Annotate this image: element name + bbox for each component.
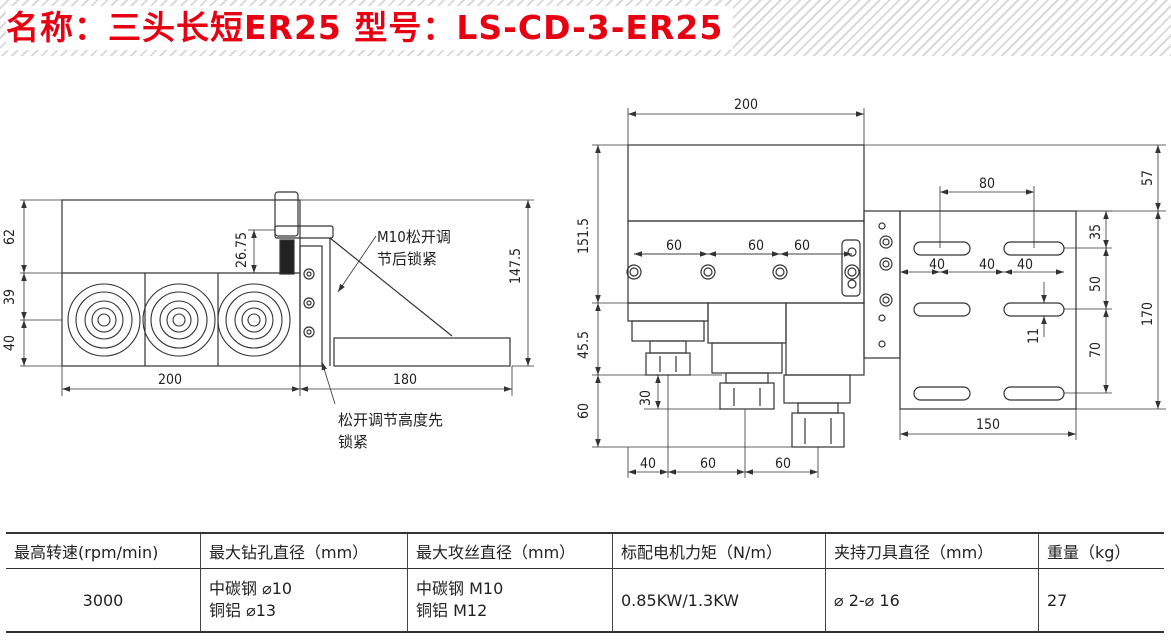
- gearbox-bolt-holes: [626, 239, 861, 297]
- right-dimension-labels: 200 151.5 45.5 60 30 60 60 60 40 60 60 5…: [576, 97, 1156, 472]
- column-header: 最大攻丝直径（mm）: [407, 533, 613, 569]
- spindle-block-mid: [707, 302, 787, 344]
- dim-slot-40: 40: [1017, 257, 1033, 273]
- side-plate: [299, 245, 323, 367]
- cell-speed: 3000: [82, 590, 124, 610]
- dim-slot-40: 40: [929, 257, 945, 273]
- left-dimension-labels: 62 39 40 200 180 26.75 147.5 M10松开调 节后锁紧…: [2, 228, 524, 451]
- bolt-icon: [303, 297, 315, 309]
- tap-steel: 中碳钢 M10: [416, 579, 504, 598]
- dim-40: 40: [2, 335, 18, 351]
- dim-151-5: 151.5: [576, 218, 592, 254]
- dim-147-5: 147.5: [508, 248, 524, 284]
- cell-torque: 0.85KW/1.3KW: [612, 568, 826, 632]
- adjust-handle: [274, 191, 299, 237]
- dim-180: 180: [393, 372, 417, 388]
- right-side-view: [626, 144, 1077, 448]
- dim-80: 80: [979, 176, 995, 192]
- cell-weight: 27: [1038, 568, 1164, 632]
- cell-tap: 中碳钢 M10 铜铝 M12: [407, 568, 613, 632]
- cell-drill: 中碳钢 ⌀10 铜铝 ⌀13: [200, 568, 408, 632]
- annotation-height: 松开调节高度先: [338, 411, 443, 429]
- annotation-height-2: 锁紧: [338, 433, 368, 451]
- collet-3: [783, 374, 851, 448]
- product-title: 名称：三头长短ER25 型号：LS-CD-3-ER25: [6, 6, 734, 50]
- bolt-icon: [303, 268, 315, 280]
- collet-1: [631, 320, 705, 376]
- dim-50: 50: [1088, 276, 1104, 292]
- header-banner: 名称：三头长短ER25 型号：LS-CD-3-ER25: [0, 0, 1171, 60]
- spindle-block-long: [785, 302, 865, 376]
- dim-200-top: 200: [734, 97, 758, 113]
- spindle-3: [217, 283, 291, 357]
- dim-bottom-60: 60: [775, 456, 791, 472]
- adjust-handle-arm: [274, 225, 334, 239]
- dim-11: 11: [1026, 328, 1042, 344]
- dim-70: 70: [1088, 342, 1104, 358]
- column-header: 最大钻孔直径（mm）: [200, 533, 408, 569]
- base-rail: [333, 337, 511, 367]
- bolt-icon: [306, 300, 312, 306]
- dim-pitch-60: 60: [666, 238, 682, 254]
- annotation-m10-2: 节后锁紧: [377, 250, 437, 268]
- spindle-1: [67, 283, 141, 357]
- dim-62: 62: [2, 229, 18, 245]
- bolt-icon: [303, 326, 315, 338]
- spindle-group: [67, 283, 291, 357]
- tap-copper: 铜铝 M12: [416, 601, 488, 620]
- cell-clamp: ⌀ 2-⌀ 16: [825, 568, 1039, 632]
- annotation-m10: M10松开调: [377, 228, 451, 246]
- dim-45-5: 45.5: [576, 331, 592, 359]
- column-header: 夹持刀具直径（mm）: [825, 533, 1039, 569]
- column-header: 最高转速(rpm/min): [14, 543, 159, 562]
- dim-slot-40: 40: [979, 257, 995, 273]
- dim-pitch-60: 60: [748, 238, 764, 254]
- bolt-icon: [306, 271, 312, 277]
- spindle-2: [142, 283, 216, 357]
- dim-26-75: 26.75: [234, 232, 250, 268]
- support-rib: [329, 237, 453, 337]
- motor-block: [627, 144, 865, 222]
- table-row: 3000 中碳钢 ⌀10 铜铝 ⌀13 中碳钢 M10 铜铝 M12 0.85K…: [6, 568, 1164, 632]
- mount-plate-holes: [878, 222, 893, 348]
- column-header: 重量（kg）: [1038, 533, 1164, 569]
- dim-30: 30: [638, 390, 654, 406]
- spec-table: 最高转速(rpm/min) 最大钻孔直径（mm） 最大攻丝直径（mm） 标配电机…: [6, 532, 1164, 633]
- dim-bottom-40: 40: [640, 456, 656, 472]
- dim-170: 170: [1140, 302, 1156, 326]
- dim-pitch-60: 60: [794, 238, 810, 254]
- column-header: 标配电机力矩（N/m）: [612, 533, 826, 569]
- left-housing-outline: [61, 199, 301, 367]
- dim-60-vertical: 60: [576, 403, 592, 419]
- technical-drawing: 62 39 40 200 180 26.75 147.5 M10松开调 节后锁紧…: [2, 97, 1166, 478]
- dim-39: 39: [2, 289, 18, 305]
- left-front-view: [61, 191, 511, 367]
- bracket-plate: [899, 210, 1077, 410]
- drill-steel: 中碳钢 ⌀10: [209, 579, 293, 598]
- dim-bottom-60: 60: [700, 456, 716, 472]
- spec-table-header-row: 最高转速(rpm/min) 最大钻孔直径（mm） 最大攻丝直径（mm） 标配电机…: [6, 533, 1164, 569]
- gearbox-body: [627, 220, 865, 304]
- right-dimensions: [592, 108, 1166, 478]
- dim-57: 57: [1140, 170, 1156, 186]
- drill-copper: 铜铝 ⌀13: [209, 601, 277, 620]
- dim-150: 150: [976, 417, 1000, 433]
- dim-200: 200: [158, 372, 182, 388]
- dim-35: 35: [1088, 224, 1104, 240]
- mount-plate: [863, 210, 901, 359]
- spindle-block-short: [627, 302, 709, 322]
- left-dimensions: [20, 199, 534, 405]
- adjust-handle-grip: [279, 239, 295, 275]
- collet-2: [711, 342, 783, 410]
- bolt-icon: [306, 329, 312, 335]
